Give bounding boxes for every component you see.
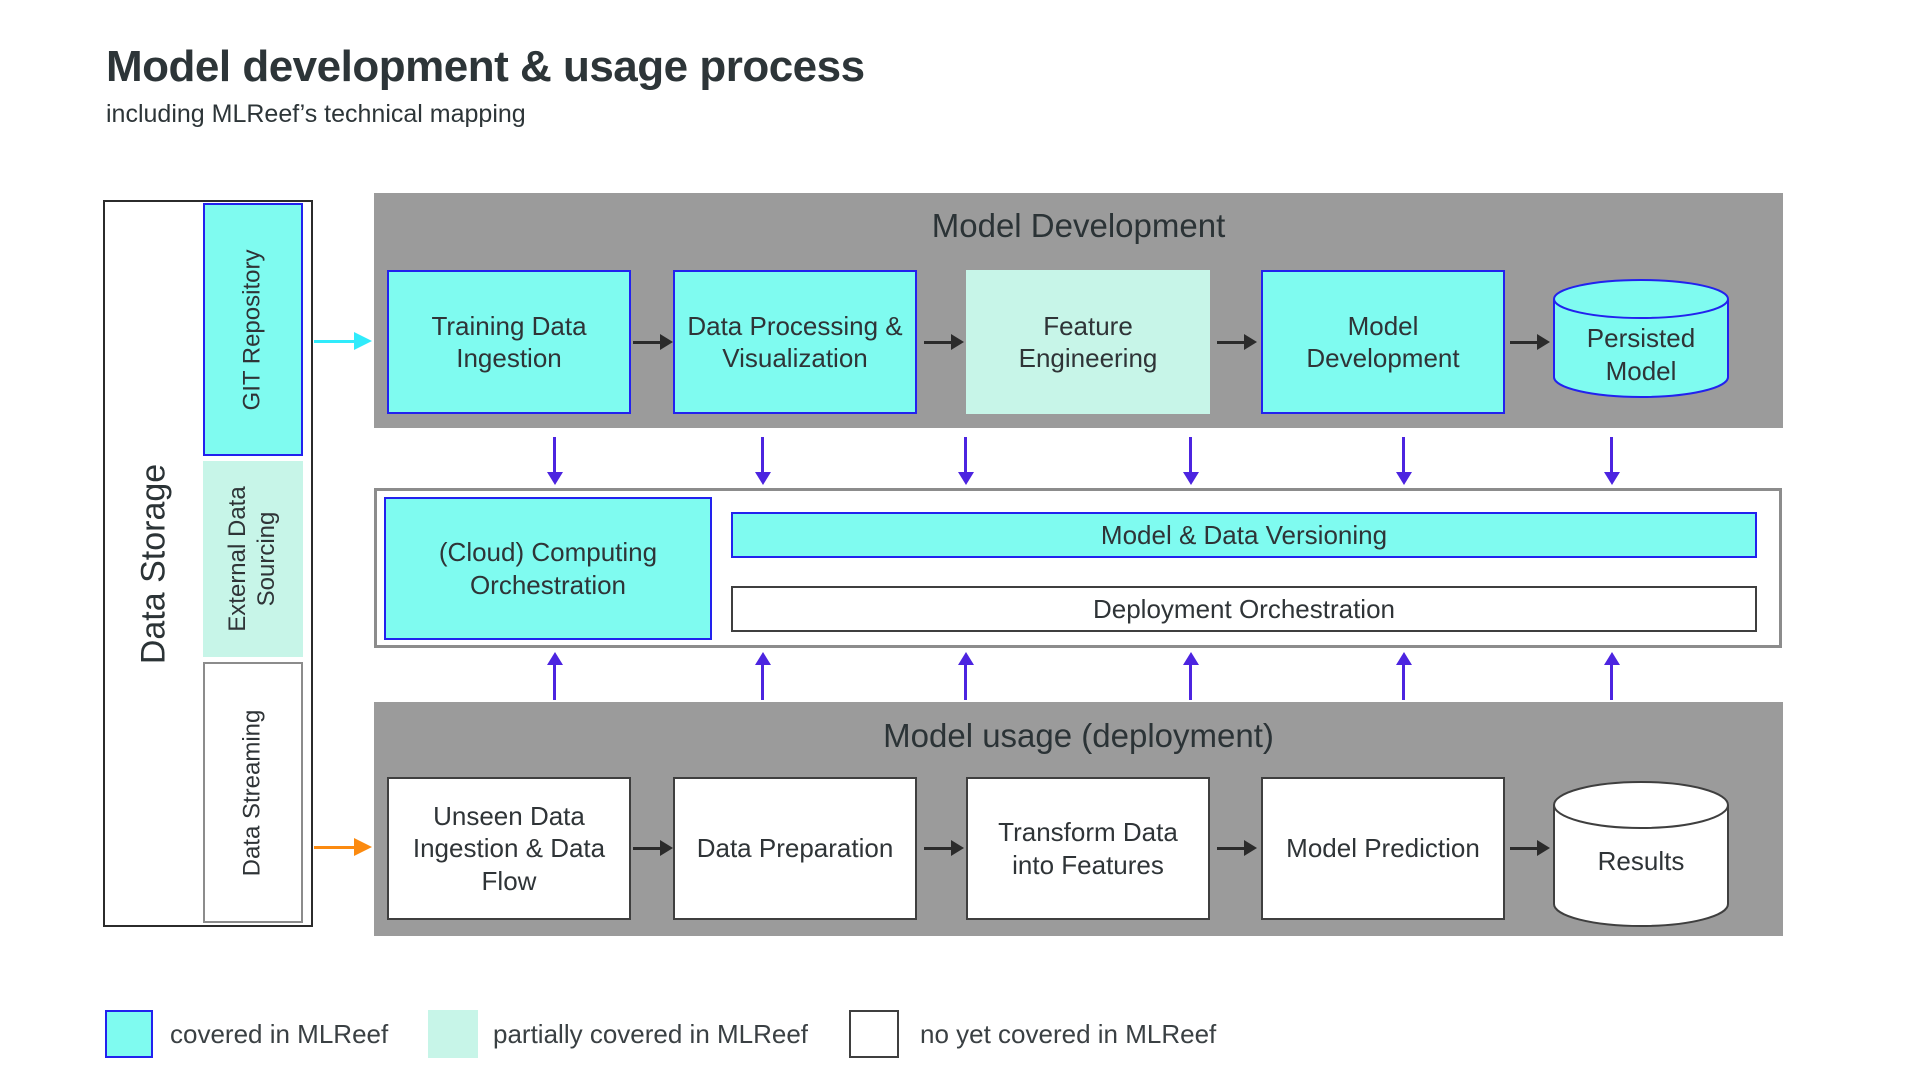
results-cylinder: Results xyxy=(1552,780,1730,930)
process-box-transform-data-into-features: Transform Data into Features xyxy=(966,777,1210,920)
up-arrow-icon xyxy=(1183,652,1199,700)
storage-item-data-streaming: Data Streaming xyxy=(203,662,303,923)
storage-item-external-data-sourcing-label: External Data Sourcing xyxy=(224,486,280,632)
process-box-model-prediction: Model Prediction xyxy=(1261,777,1505,920)
up-arrow-icon xyxy=(755,652,771,700)
cylinder-shape-icon xyxy=(1553,781,1729,927)
persisted-model-cylinder: Persisted Model xyxy=(1552,278,1730,400)
process-box-label: Data Processing & Visualization xyxy=(687,310,903,374)
storage-item-data-streaming-label: Data Streaming xyxy=(238,709,266,876)
up-arrow-icon xyxy=(547,652,563,700)
streaming-to-unseen-arrow-icon xyxy=(314,838,372,856)
process-box-label: Data Preparation xyxy=(696,833,894,864)
cloud-computing-orchestration-box: (Cloud) Computing Orchestration xyxy=(384,497,712,640)
process-box-training-data-ingestion: Training Data Ingestion xyxy=(387,270,631,414)
storage-item-git-repository-label: GIT Repository xyxy=(238,249,266,410)
legend-label-covered: covered in MLReef xyxy=(170,1018,389,1049)
page-title: Model development & usage process xyxy=(106,42,865,91)
git-to-training-arrow-icon xyxy=(314,332,372,350)
legend-label-partially-covered: partially covered in MLReef xyxy=(493,1018,809,1049)
flow-arrow-icon xyxy=(1510,334,1550,350)
cylinder-shape-icon xyxy=(1553,279,1729,398)
down-arrow-icon xyxy=(547,437,563,485)
up-arrow-icon xyxy=(1396,652,1412,700)
process-box-label: Unseen Data Ingestion & Data Flow xyxy=(412,800,606,896)
data-storage-label-area: Data Storage xyxy=(103,200,205,927)
cloud-computing-orchestration-label: (Cloud) Computing Orchestration xyxy=(438,537,658,600)
legend-swatch-not-covered xyxy=(849,1010,899,1058)
process-box-label: Feature Engineering xyxy=(1018,310,1158,374)
flow-arrow-icon xyxy=(1217,840,1257,856)
model-usage-header: Model usage (deployment) xyxy=(883,717,1274,754)
flow-arrow-icon xyxy=(633,334,673,350)
legend-swatch-partially-covered xyxy=(428,1010,478,1058)
process-box-data-processing-visualization: Data Processing & Visualization xyxy=(673,270,917,414)
storage-item-external-data-sourcing: External Data Sourcing xyxy=(203,461,303,657)
data-storage-label: Data Storage xyxy=(134,463,173,664)
deployment-orchestration-bar: Deployment Orchestration xyxy=(731,586,1757,632)
process-box-model-development: Model Development xyxy=(1261,270,1505,414)
legend-item-not-covered: no yet covered in MLReef xyxy=(849,1010,1216,1058)
flow-arrow-icon xyxy=(1510,840,1550,856)
legend-swatch-covered xyxy=(105,1010,153,1058)
storage-item-git-repository: GIT Repository xyxy=(203,203,303,456)
process-box-label: Transform Data into Features xyxy=(998,817,1178,880)
up-arrow-icon xyxy=(1604,652,1620,700)
up-arrow-icon xyxy=(958,652,974,700)
down-arrow-icon xyxy=(958,437,974,485)
process-box-unseen-data-ingestion: Unseen Data Ingestion & Data Flow xyxy=(387,777,631,920)
down-arrow-icon xyxy=(1396,437,1412,485)
down-arrow-icon xyxy=(1604,437,1620,485)
flow-arrow-icon xyxy=(1217,334,1257,350)
model-data-versioning-bar: Model & Data Versioning xyxy=(731,512,1757,558)
legend-label-not-covered: no yet covered in MLReef xyxy=(920,1018,1217,1049)
process-box-label: Model Prediction xyxy=(1286,833,1480,864)
flow-arrow-icon xyxy=(924,334,964,350)
results-label: Results xyxy=(1597,846,1685,876)
deployment-orchestration-label: Deployment Orchestration xyxy=(1092,593,1396,624)
flow-arrow-icon xyxy=(633,840,673,856)
down-arrow-icon xyxy=(755,437,771,485)
process-box-label: Model Development xyxy=(1306,310,1460,374)
page-subtitle: including MLReef’s technical mapping xyxy=(106,100,526,128)
process-box-data-preparation: Data Preparation xyxy=(673,777,917,920)
process-box-label: Training Data Ingestion xyxy=(431,310,587,374)
legend-item-partially-covered: partially covered in MLReef xyxy=(428,1010,808,1058)
legend-item-covered: covered in MLReef xyxy=(105,1010,388,1058)
flow-arrow-icon xyxy=(924,840,964,856)
down-arrow-icon xyxy=(1183,437,1199,485)
model-data-versioning-label: Model & Data Versioning xyxy=(1100,519,1388,550)
model-development-header: Model Development xyxy=(931,207,1226,244)
persisted-model-label: Persisted Model xyxy=(1586,323,1696,386)
process-box-feature-engineering: Feature Engineering xyxy=(966,270,1210,414)
